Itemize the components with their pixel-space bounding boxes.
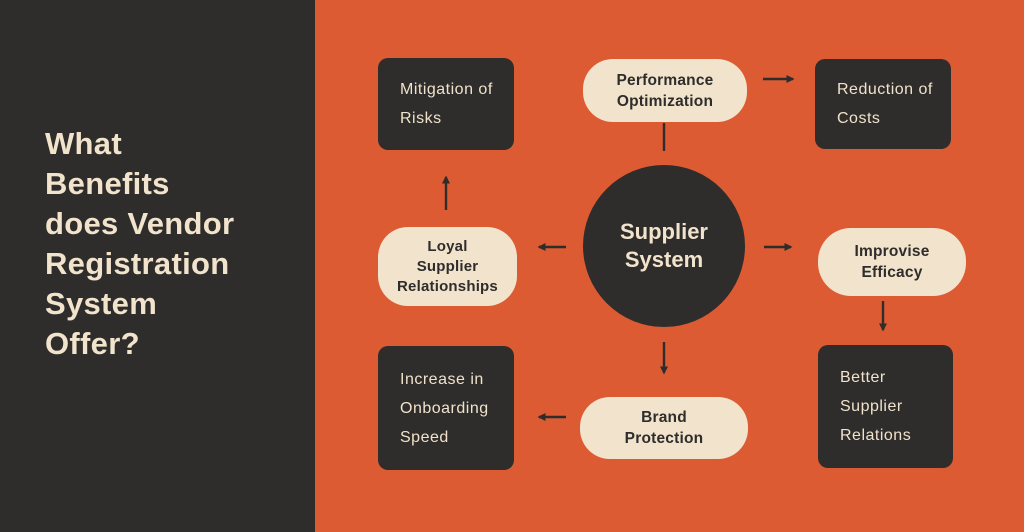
node-label-line: Speed: [400, 428, 449, 446]
circle-label-line: Supplier: [619, 219, 708, 244]
node-label-line: Brand: [641, 409, 687, 426]
node-supplier-system: Supplier System: [583, 165, 745, 327]
title-line: Offer?: [45, 326, 140, 361]
node-loyal-supplier-relationships: Loyal Supplier Relationships: [378, 227, 517, 306]
title-line: What: [45, 126, 122, 161]
title-line: does Vendor: [45, 206, 235, 241]
title-line: Benefits: [45, 166, 170, 201]
node-label-line: Reduction of: [837, 81, 933, 98]
node-label-line: Onboarding: [400, 399, 489, 417]
title-panel: What Benefits does Vendor Registration S…: [0, 0, 315, 532]
node-label-line: Loyal: [427, 237, 468, 255]
node-improvise-efficacy: Improvise Efficacy: [818, 228, 966, 296]
node-performance-optimization: Performance Optimization: [583, 59, 747, 122]
node-mitigation-of-risks: Mitigation of Risks: [378, 58, 514, 150]
node-label-line: Mitigation of: [400, 81, 493, 98]
node-brand-protection: Brand Protection: [580, 397, 748, 459]
node-label-line: Better: [840, 369, 886, 386]
node-label-line: Optimization: [616, 92, 714, 110]
node-label-line: Relations: [840, 427, 912, 444]
circle-label-line: System: [624, 247, 704, 272]
title-line: Registration: [45, 246, 230, 281]
node-label-line: Supplier: [416, 257, 479, 275]
node-label-line: Increase in: [400, 370, 484, 388]
node-label-line: Supplier: [840, 398, 903, 415]
node-label-line: Costs: [837, 110, 881, 127]
page-title: What Benefits does Vendor Registration S…: [45, 124, 234, 364]
node-label-line: Improvise: [854, 243, 930, 260]
node-label-line: Relationships: [397, 277, 498, 295]
title-line: System: [45, 286, 158, 321]
node-label-line: Performance: [616, 71, 714, 89]
node-reduction-of-costs: Reduction of Costs: [815, 59, 951, 149]
node-label-line: Efficacy: [861, 264, 923, 281]
node-label-line: Protection: [624, 430, 704, 447]
node-label-line: Risks: [400, 110, 442, 127]
node-increase-in-onboarding-speed: Increase in Onboarding Speed: [378, 346, 514, 470]
node-better-supplier-relations: Better Supplier Relations: [818, 345, 953, 468]
